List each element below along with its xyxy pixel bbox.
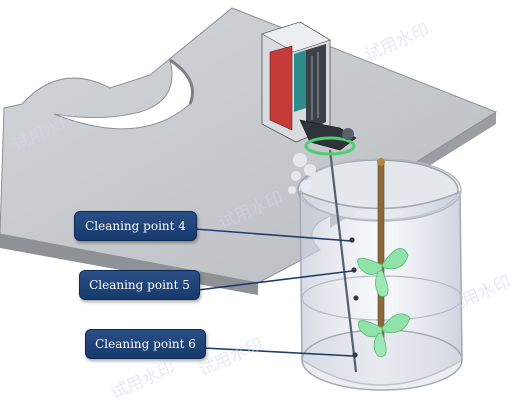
- callout-label: Cleaning point 6: [95, 337, 196, 351]
- leader-line-5: [197, 270, 353, 291]
- cleaning-machine: [261, 21, 357, 156]
- leader-line-6: [203, 347, 354, 357]
- callout-label: Cleaning point 5: [89, 278, 190, 292]
- impeller-lower: [357, 313, 411, 357]
- callout-cleaning-point-6: Cleaning point 6: [85, 329, 206, 359]
- leader-line-4: [194, 228, 352, 242]
- callout-cleaning-point-5: Cleaning point 5: [79, 270, 200, 300]
- cleaning-lance: [328, 149, 358, 373]
- callout-cleaning-point-4: Cleaning point 4: [74, 211, 197, 241]
- callout-label: Cleaning point 4: [85, 219, 186, 233]
- spray-mist: [288, 153, 316, 194]
- impeller-upper: [357, 248, 409, 297]
